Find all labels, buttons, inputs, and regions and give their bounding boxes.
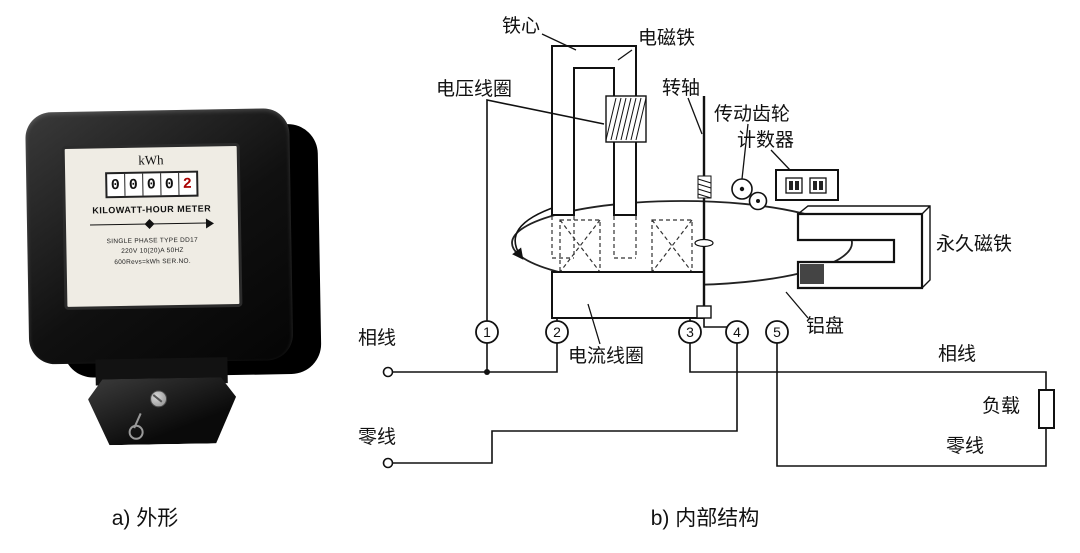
label-drive-gear: 传动齿轮 — [714, 103, 790, 125]
terminal-3-circle — [678, 320, 702, 344]
shaft-bearing — [696, 305, 712, 319]
label-load: 负载 — [982, 395, 1020, 417]
wire-junction-dot — [484, 369, 490, 375]
label-permanent-magnet: 永久磁铁 — [936, 233, 1012, 255]
terminal-3-number: 3 — [686, 324, 694, 340]
load-resistor — [1038, 389, 1055, 429]
diagram-labels: 铁心 电磁铁 电压线圈 转轴 传动齿轮 计数器 永久磁铁 铝盘 电流线圈 相线 … — [358, 15, 1020, 457]
terminal-1-number: 1 — [483, 324, 491, 340]
worm-gear — [697, 175, 712, 199]
label-voltage-coil: 电压线圈 — [436, 78, 512, 100]
terminal-5-circle — [765, 320, 789, 344]
wire-neutral-right — [776, 343, 1047, 467]
terminal-2-circle — [545, 320, 569, 344]
leader-aluminum-disc — [785, 291, 809, 319]
wire-phase-left — [393, 343, 558, 373]
disc-hub — [694, 238, 714, 248]
terminal-5-number: 5 — [773, 324, 781, 340]
counter-box — [775, 169, 839, 201]
phase-input-terminal — [382, 366, 394, 378]
voltage-coil-winding — [605, 95, 647, 143]
terminal-4-number: 4 — [733, 324, 741, 340]
rotation-arrow — [512, 205, 559, 260]
label-counter: 计数器 — [737, 129, 794, 151]
leader-drive-gear — [741, 123, 749, 180]
label-iron-core: 铁心 — [502, 15, 540, 37]
leader-lines — [541, 33, 809, 345]
label-phase-left: 相线 — [358, 327, 396, 349]
meter-terminals: 1 2 3 4 5 — [475, 320, 789, 344]
current-coil-core — [551, 271, 705, 319]
magnet-pole-block — [800, 264, 824, 284]
leader-iron-core — [541, 33, 577, 51]
label-shaft: 转轴 — [662, 77, 700, 99]
caption-internal-structure: b) 内部结构 — [650, 507, 760, 530]
terminal-2-number: 2 — [553, 324, 561, 340]
permanent-magnet — [796, 205, 931, 290]
wire-neutral-left — [393, 343, 738, 464]
terminal-4-circle — [725, 320, 749, 344]
leader-current-coil — [587, 303, 601, 345]
drive-gears — [731, 178, 768, 211]
label-phase-right: 相线 — [938, 343, 976, 365]
caption-external-view: a) 外形 — [111, 507, 179, 530]
label-neutral-right: 零线 — [946, 435, 984, 457]
wire-phase-right — [689, 343, 1047, 390]
label-electromagnet: 电磁铁 — [638, 27, 695, 49]
wire-voltage-coil — [486, 99, 605, 321]
core-leg-stubs — [551, 216, 637, 259]
leader-counter — [770, 149, 791, 171]
label-aluminum-disc: 铝盘 — [806, 315, 844, 337]
label-current-coil: 电流线圈 — [568, 345, 644, 367]
neutral-input-terminal — [382, 457, 394, 469]
label-neutral-left: 零线 — [358, 426, 396, 448]
wiring — [393, 99, 1047, 467]
leader-shaft — [687, 97, 703, 135]
leader-electromagnet — [617, 49, 633, 61]
terminal-1-circle — [475, 320, 499, 344]
